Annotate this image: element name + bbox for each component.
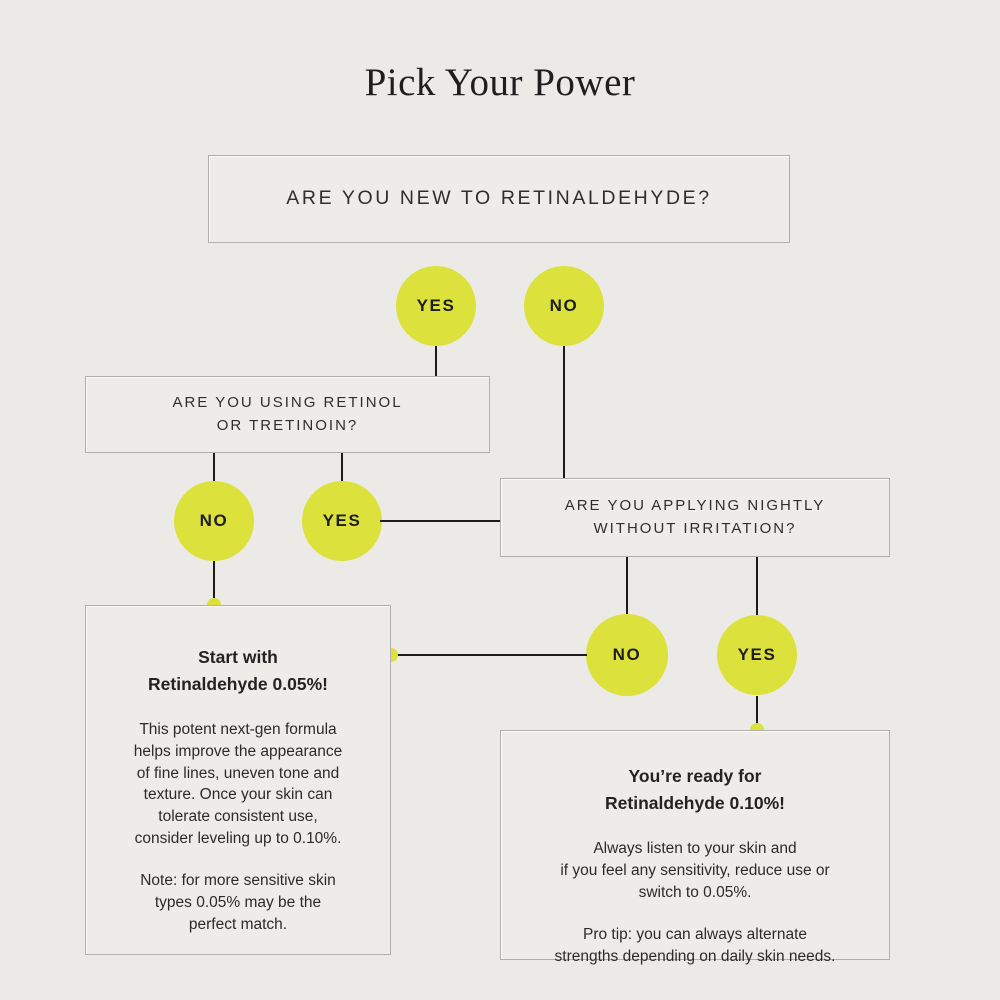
answer-circle-nightly-yes: YES <box>717 615 797 695</box>
answer-circle-nightly-no: NO <box>586 614 668 696</box>
result-box-010: You’re ready for Retinaldehyde 0.10%! Al… <box>500 730 890 965</box>
connector-line <box>213 453 215 481</box>
question-nightly-text: ARE YOU APPLYING NIGHTLY WITHOUT IRRITAT… <box>564 497 826 537</box>
result-010-note: Pro tip: you can always alternate streng… <box>554 926 836 965</box>
connector-line <box>563 346 565 478</box>
result-010-body: Always listen to your skin and if you fe… <box>560 840 830 901</box>
result-005-body: This potent next-gen formula helps impro… <box>133 721 343 847</box>
connector-line <box>213 561 215 605</box>
question-retinol-text: ARE YOU USING RETINOL OR TRETINOIN? <box>172 394 403 434</box>
result-box-005: Start with Retinaldehyde 0.05%! This pot… <box>85 605 391 955</box>
answer-circle-root-no: NO <box>524 266 604 346</box>
page-title: Pick Your Power <box>364 61 636 104</box>
connector-line <box>435 346 437 376</box>
question-box-retinol: ARE YOU USING RETINOL OR TRETINOIN? <box>85 376 490 453</box>
question-box-root: ARE YOU NEW TO RETINALDEHYDE? <box>208 155 790 243</box>
connector-line <box>341 453 343 481</box>
answer-circle-root-yes: YES <box>396 266 476 346</box>
connector-line <box>756 557 758 615</box>
connector-line <box>626 557 628 615</box>
connector-line <box>391 654 587 656</box>
result-005-note: Note: for more sensitive skin types 0.05… <box>140 872 336 933</box>
answer-circle-retinol-no: NO <box>174 481 254 561</box>
question-root-text: ARE YOU NEW TO RETINALDEHYDE? <box>286 187 712 210</box>
result-005-title: Start with Retinaldehyde 0.05%! <box>148 647 328 695</box>
connector-line <box>380 520 500 522</box>
question-box-nightly: ARE YOU APPLYING NIGHTLY WITHOUT IRRITAT… <box>500 478 890 557</box>
result-010-title: You’re ready for Retinaldehyde 0.10%! <box>605 766 785 814</box>
answer-circle-retinol-yes: YES <box>302 481 382 561</box>
connector-line <box>756 696 758 730</box>
